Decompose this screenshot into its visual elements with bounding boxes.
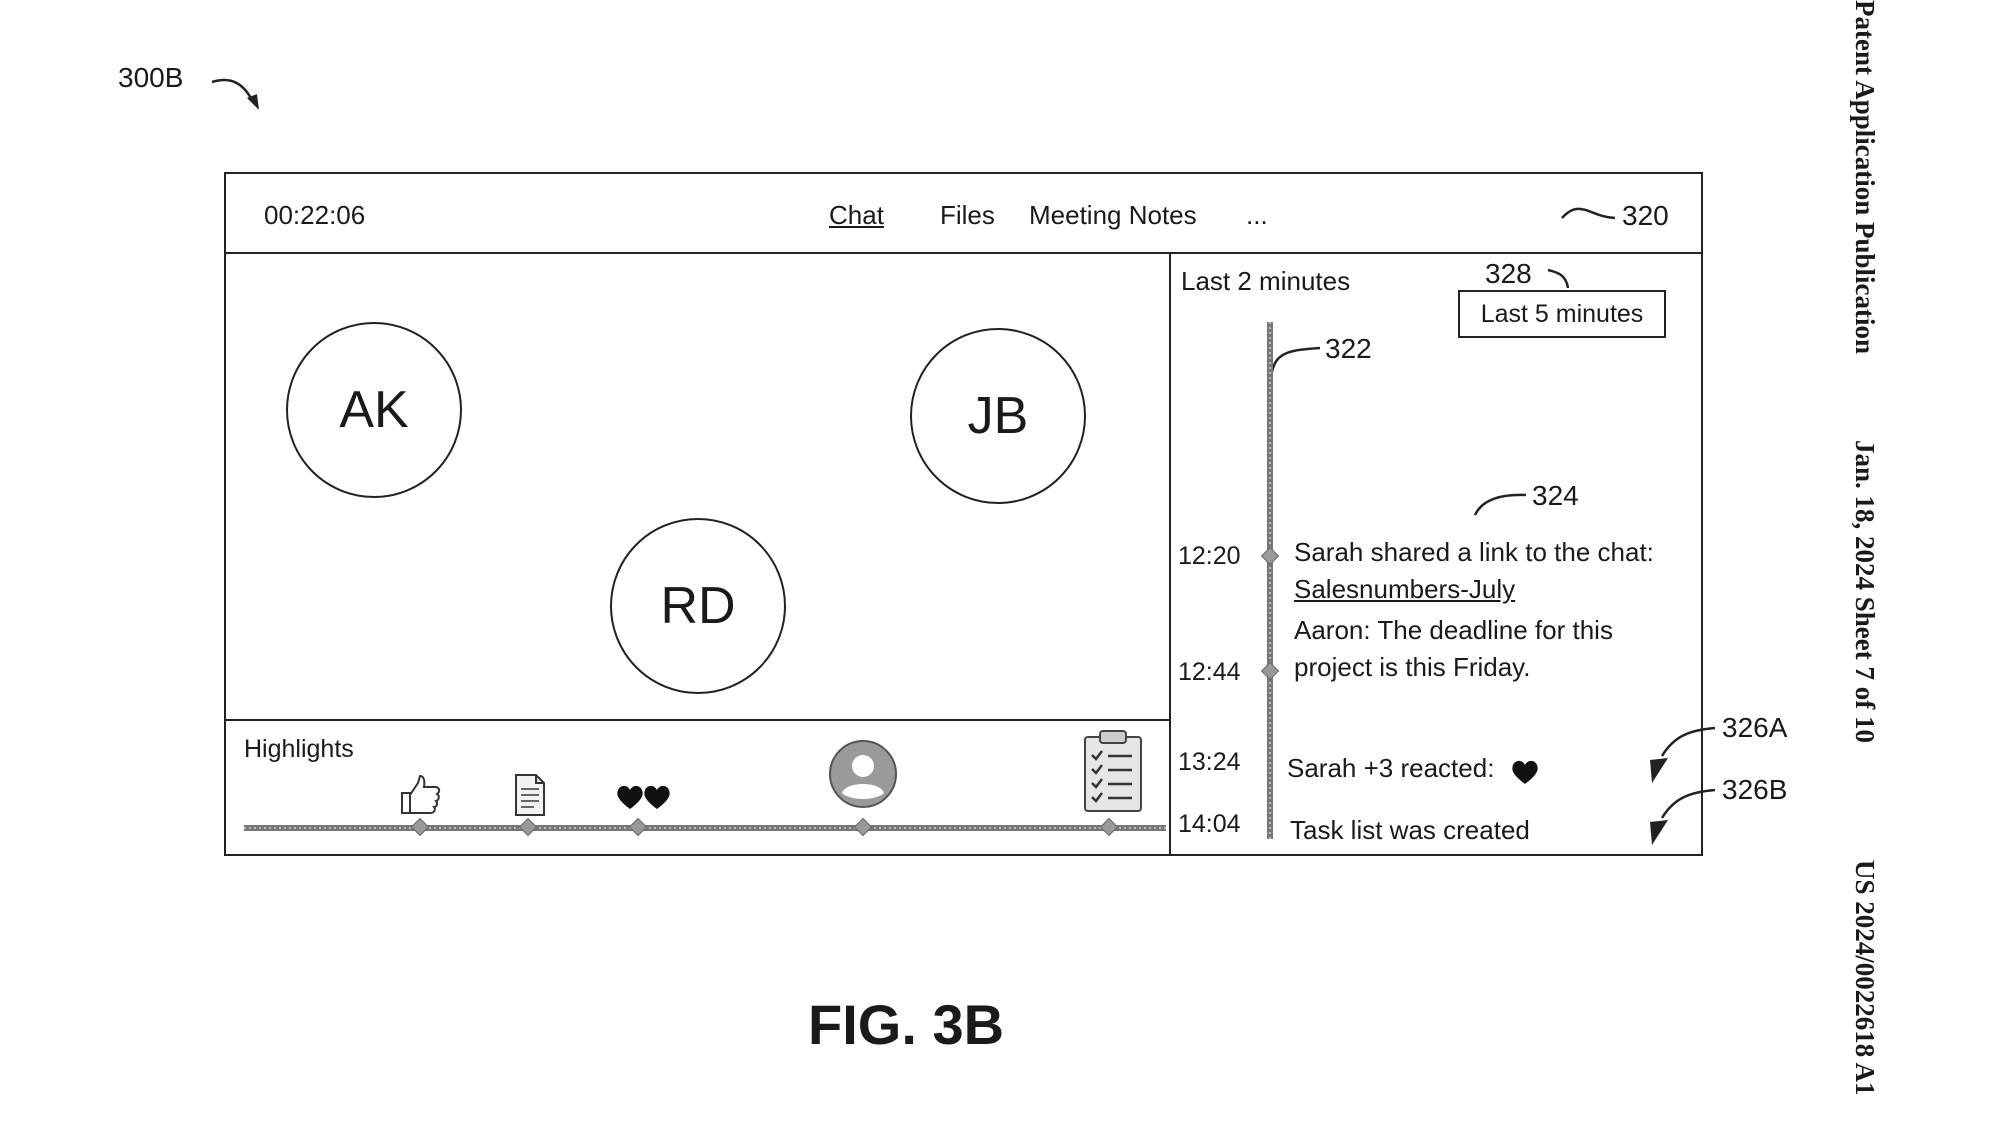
participant-avatar-rd[interactable]: RD (610, 518, 786, 694)
margin-publication: Patent Application Publication (1850, 0, 1880, 355)
user-icon[interactable] (828, 739, 898, 809)
event-time: 12:44 (1178, 658, 1241, 686)
video-stage: AK JB RD (226, 254, 1171, 721)
tab-more[interactable]: ... (1246, 200, 1268, 230)
activity-timeline (1260, 322, 1280, 839)
event-text: Sarah +3 reacted: (1287, 753, 1495, 783)
tab-files[interactable]: Files (940, 200, 995, 230)
activity-panel: Last 2 minutes Last 5 minutes 12:20 Sara… (1171, 254, 1701, 854)
ref-326a: 326A (1722, 712, 1788, 743)
tab-meeting-notes[interactable]: Meeting Notes (1029, 200, 1197, 230)
document-icon[interactable] (512, 773, 548, 817)
figure-ref-300b: 300B (118, 62, 184, 93)
heart-icon (1512, 760, 1538, 784)
margin-date-sheet: Jan. 18, 2024 Sheet 7 of 10 (1850, 440, 1880, 743)
event-text: Task list was created (1290, 815, 1530, 845)
margin-number: US 2024/0022618 A1 (1850, 860, 1880, 1096)
thumbs-up-icon[interactable] (398, 773, 442, 817)
ref-324: 324 (1532, 480, 1579, 511)
meeting-timer: 00:22:06 (264, 200, 366, 230)
ref-326b: 326B (1722, 774, 1788, 805)
ref-328: 328 (1485, 258, 1532, 289)
event-text: Sarah shared a link to the chat: (1294, 537, 1654, 567)
tab-chat[interactable]: Chat (829, 200, 884, 230)
meeting-window: 00:22:06 Chat Files Meeting Notes ... AK… (224, 172, 1703, 856)
figure-caption: FIG. 3B (808, 993, 1005, 1056)
last-5-minutes-button[interactable]: Last 5 minutes (1458, 290, 1666, 338)
participant-avatar-ak[interactable]: AK (286, 322, 462, 498)
range-label: Last 2 minutes (1181, 266, 1351, 296)
hearts-icon[interactable] (616, 783, 672, 811)
event-time: 12:20 (1178, 542, 1241, 570)
top-bar: 00:22:06 Chat Files Meeting Notes ... (226, 174, 1701, 254)
clipboard-icon[interactable] (1082, 729, 1144, 813)
participant-avatar-jb[interactable]: JB (910, 328, 1086, 504)
highlights-bar: Highlights (226, 721, 1171, 854)
ref-320: 320 (1622, 200, 1669, 231)
ref-322: 322 (1325, 333, 1372, 364)
event-text: project is this Friday. (1294, 652, 1531, 682)
event-time: 13:24 (1178, 748, 1241, 776)
highlights-label: Highlights (244, 735, 354, 763)
event-time: 14:04 (1178, 810, 1241, 838)
highlights-timeline (244, 817, 1166, 837)
event-text: Aaron: The deadline for this (1294, 615, 1613, 645)
shared-link[interactable]: Salesnumbers-July (1294, 574, 1516, 604)
